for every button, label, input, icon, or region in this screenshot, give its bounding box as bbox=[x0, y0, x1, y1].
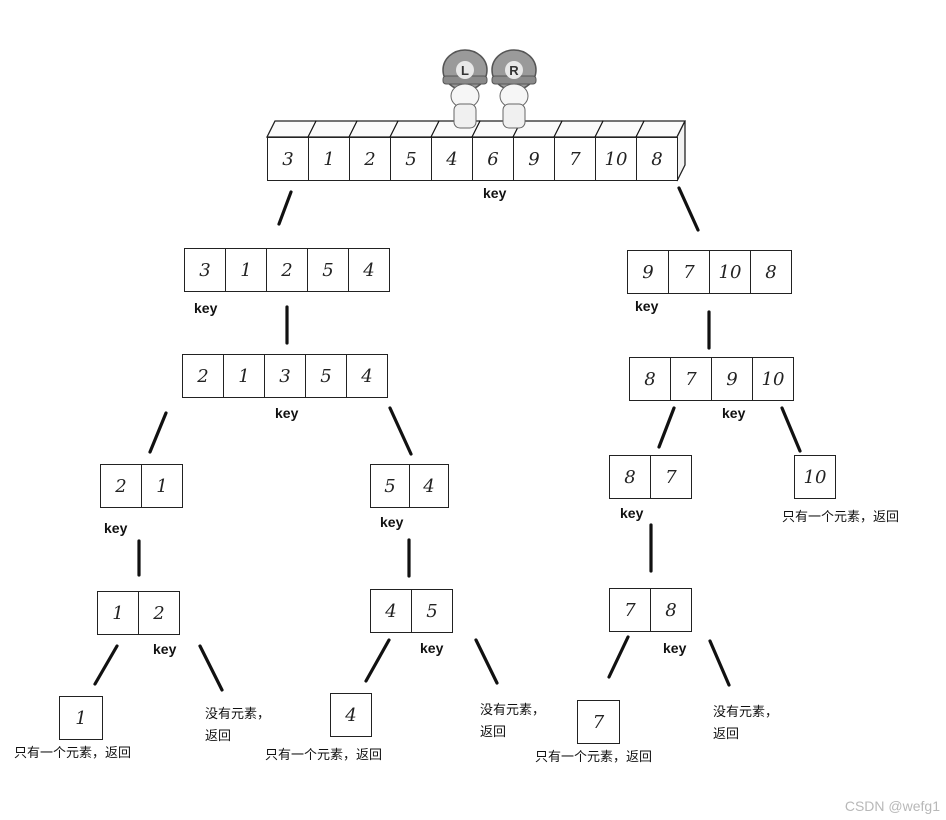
array-cell: 4 bbox=[346, 354, 388, 398]
array-top-edge bbox=[471, 120, 481, 138]
array-cell: 10 bbox=[595, 137, 637, 181]
array-top-edge bbox=[389, 120, 399, 138]
connector-line bbox=[474, 638, 499, 685]
note-no-element-line2: 返回 bbox=[480, 725, 507, 740]
array-cell: 5 bbox=[307, 248, 349, 292]
note-no-element-middle: 没有元素， 返回 bbox=[480, 700, 545, 744]
array-cell: 5 bbox=[370, 464, 410, 508]
array-cell: 2 bbox=[349, 137, 391, 181]
connector-line bbox=[148, 411, 168, 454]
mascot-left-letter: L bbox=[461, 63, 469, 78]
array-cell: 4 bbox=[409, 464, 449, 508]
array-cell: 6 bbox=[472, 137, 514, 181]
key-label-right-left-1: key bbox=[620, 505, 644, 521]
array-cell: 7 bbox=[670, 357, 712, 401]
connector-line bbox=[364, 638, 391, 683]
array-cell: 4 bbox=[348, 248, 390, 292]
array-cell: 7 bbox=[554, 137, 596, 181]
array-cell: 7 bbox=[577, 700, 620, 744]
key-label-left-left-2: key bbox=[153, 641, 177, 657]
connector-line bbox=[93, 644, 119, 686]
array-cell: 10 bbox=[794, 455, 836, 499]
watermark: CSDN @wefg1 bbox=[844, 798, 940, 814]
connector-line bbox=[780, 406, 802, 453]
array-cell: 9 bbox=[513, 137, 555, 181]
array-cell: 3 bbox=[184, 248, 226, 292]
array-cell: 8 bbox=[650, 588, 692, 632]
key-label-left-left-1: key bbox=[104, 520, 128, 536]
array-cell: 2 bbox=[182, 354, 224, 398]
array-top-edge bbox=[348, 120, 358, 138]
array-cell: 5 bbox=[390, 137, 432, 181]
array-cell: 5 bbox=[411, 589, 453, 633]
array-cell: 7 bbox=[650, 455, 692, 499]
note-no-element-line2: 返回 bbox=[205, 729, 232, 744]
array-cell: 2 bbox=[266, 248, 308, 292]
connector-line bbox=[388, 406, 413, 456]
array-top-edge bbox=[307, 120, 317, 138]
array-cell: 2 bbox=[138, 591, 180, 635]
connector-line bbox=[708, 639, 731, 687]
array-cell: 3 bbox=[264, 354, 306, 398]
note-no-element-right: 没有元素， 返回 bbox=[713, 702, 778, 746]
note-no-element-left: 没有元素， 返回 bbox=[205, 704, 270, 748]
array-cell: 2 bbox=[100, 464, 142, 508]
array-cell: 4 bbox=[370, 589, 412, 633]
array-cell: 8 bbox=[629, 357, 671, 401]
array-cell: 1 bbox=[225, 248, 267, 292]
array-cell: 4 bbox=[431, 137, 473, 181]
note-no-element-line2: 返回 bbox=[713, 727, 740, 742]
array-cell: 8 bbox=[636, 137, 678, 181]
connector-line bbox=[277, 190, 293, 226]
key-label-left-right-2: key bbox=[420, 640, 444, 656]
array-top-edge bbox=[553, 120, 563, 138]
array-cell: 1 bbox=[308, 137, 350, 181]
array-cell: 7 bbox=[668, 250, 710, 294]
array-cell: 10 bbox=[752, 357, 794, 401]
array-cell: 3 bbox=[267, 137, 309, 181]
array-cell: 1 bbox=[223, 354, 265, 398]
key-label-right-1: key bbox=[635, 298, 659, 314]
key-label-left-right-1: key bbox=[380, 514, 404, 530]
note-no-element-line1: 没有元素， bbox=[480, 703, 546, 718]
key-label-right-2: key bbox=[722, 405, 746, 421]
array-cell: 1 bbox=[97, 591, 139, 635]
left-mascot: L bbox=[440, 46, 490, 130]
mascot-right-letter: R bbox=[509, 63, 519, 78]
array-cell: 8 bbox=[609, 455, 651, 499]
right-mascot: R bbox=[489, 46, 539, 130]
array-top-edge bbox=[594, 120, 604, 138]
array-top-edge bbox=[430, 120, 440, 138]
key-label-left-2: key bbox=[275, 405, 299, 421]
array-cell: 10 bbox=[709, 250, 751, 294]
note-single-element-1: 只有一个元素，返回 bbox=[14, 746, 132, 761]
array-cell: 1 bbox=[59, 696, 103, 740]
key-label-right-left-2: key bbox=[663, 640, 687, 656]
note-no-element-line1: 没有元素， bbox=[205, 707, 271, 722]
connector-line bbox=[657, 406, 676, 449]
key-label-root: key bbox=[483, 185, 507, 201]
note-single-element-7: 只有一个元素，返回 bbox=[535, 750, 653, 765]
connector-line bbox=[607, 635, 630, 679]
array-cell: 7 bbox=[609, 588, 651, 632]
key-label-left-1: key bbox=[194, 300, 218, 316]
note-single-element-10: 只有一个元素，返回 bbox=[782, 510, 900, 525]
array-cell: 1 bbox=[141, 464, 183, 508]
array-cell: 9 bbox=[627, 250, 669, 294]
array-cell: 4 bbox=[330, 693, 372, 737]
connector-line bbox=[677, 186, 700, 232]
connector-line bbox=[198, 644, 224, 692]
array-top-edge bbox=[635, 120, 645, 138]
array-cell: 8 bbox=[750, 250, 792, 294]
array-cell: 5 bbox=[305, 354, 347, 398]
note-single-element-4: 只有一个元素，返回 bbox=[265, 748, 383, 763]
note-no-element-line1: 没有元素， bbox=[713, 705, 779, 720]
array-cell: 9 bbox=[711, 357, 753, 401]
